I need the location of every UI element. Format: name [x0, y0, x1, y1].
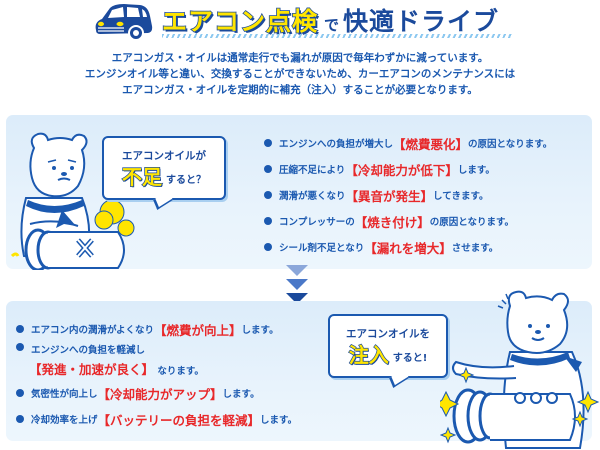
list-item: 冷却効率を上げ 【バッテリーの負担を軽減】 します。: [16, 406, 297, 432]
bullet-icon: [264, 139, 272, 147]
list-item: 潤滑が悪くなり 【異音が発生】 してきます。: [264, 182, 552, 208]
bubble-suffix: すると？: [166, 175, 206, 186]
intro-line: エンジンオイル等と違い、交換することができないため、カーエアコンのメンテナンスに…: [84, 68, 516, 80]
bullet-icon: [16, 389, 24, 397]
bullet-icon: [264, 243, 272, 251]
happy-bear-illustration: [440, 290, 600, 449]
header: エアコン点検 で 快適ドライブ: [0, 0, 600, 44]
intro-line: エアコンガス・オイルは通常走行でも漏れが原因で毎年わずかに減っています。: [111, 52, 489, 64]
injection-speech-bubble: エアコンオイルを 注入 すると!: [328, 314, 448, 378]
title-rest: 快適ドライブ: [343, 7, 500, 36]
bullet-icon: [264, 217, 272, 225]
shortage-effects-list: エンジンへの負担が増大し 【燃費悪化】 の原因となります。 圧縮不足により 【冷…: [264, 130, 552, 260]
highlight-text: 【冷却能力が低下】: [345, 162, 458, 178]
highlight-text: 【発進・加速が良く】: [29, 362, 155, 377]
page-title: エアコン点検 で 快適ドライブ: [161, 4, 500, 38]
list-item: エンジンへの負担が増大し 【燃費悪化】 の原因となります。: [264, 130, 552, 156]
bubble-heading: エアコンオイルを: [346, 328, 430, 340]
bubble-heading: エアコンオイルが: [122, 150, 206, 162]
arrow-down-icon: [286, 293, 308, 304]
list-item: 気密性が向上し 【冷却能力がアップ】 します。: [16, 380, 297, 406]
list-item: エアコン内の潤滑がよくなり 【燃費が向上】 します。: [16, 316, 297, 342]
bullet-icon: [16, 325, 24, 333]
intro-line: エアコンガス・オイルを定期的に補充（注入）することが必要となります。: [122, 84, 478, 96]
shortage-speech-bubble: エアコンオイルが 不足 すると？: [102, 136, 226, 200]
highlight-text: 【焼き付け】: [354, 214, 430, 230]
bubble-suffix: すると!: [392, 353, 428, 364]
bullet-icon: [16, 343, 24, 351]
arrow-down-icon: [286, 265, 308, 276]
highlight-text: 【冷却能力がアップ】: [97, 386, 223, 402]
title-main: エアコン点検: [161, 6, 319, 37]
highlight-text: 【異音が発生】: [345, 188, 434, 204]
arrow-down-icon: [286, 279, 308, 290]
bubble-keyword: 不足: [121, 164, 162, 189]
car-icon: [95, 4, 153, 41]
title-connector: で: [324, 16, 340, 34]
bullet-icon: [264, 191, 272, 199]
highlight-text: 【バッテリーの負担を軽減】: [97, 412, 261, 428]
injection-benefits-list: エアコン内の潤滑がよくなり 【燃費が向上】 します。 エンジンへの負担を軽減し …: [16, 316, 297, 432]
list-item: コンプレッサーの 【焼き付け】 の原因となります。: [264, 208, 552, 234]
down-arrows: [286, 265, 310, 305]
list-item: シール剤不足となり 【漏れを増大】 させます。: [264, 234, 552, 260]
worried-bear-illustration: [10, 132, 135, 270]
highlight-text: 【漏れを増大】: [364, 240, 452, 256]
list-item: エンジンへの負担を軽減し 【発進・加速が良く】 なります。: [16, 342, 297, 380]
bullet-icon: [264, 165, 272, 173]
list-item: 圧縮不足により 【冷却能力が低下】 します。: [264, 156, 552, 182]
bullet-icon: [16, 415, 24, 423]
highlight-text: 【燃費悪化】: [393, 136, 469, 152]
bubble-keyword: 注入: [348, 342, 389, 367]
highlight-text: 【燃費が向上】: [154, 322, 242, 338]
intro-text: エアコンガス・オイルは通常走行でも漏れが原因で毎年わずかに減っています。 エンジ…: [0, 50, 600, 98]
title-underline: [162, 34, 512, 38]
